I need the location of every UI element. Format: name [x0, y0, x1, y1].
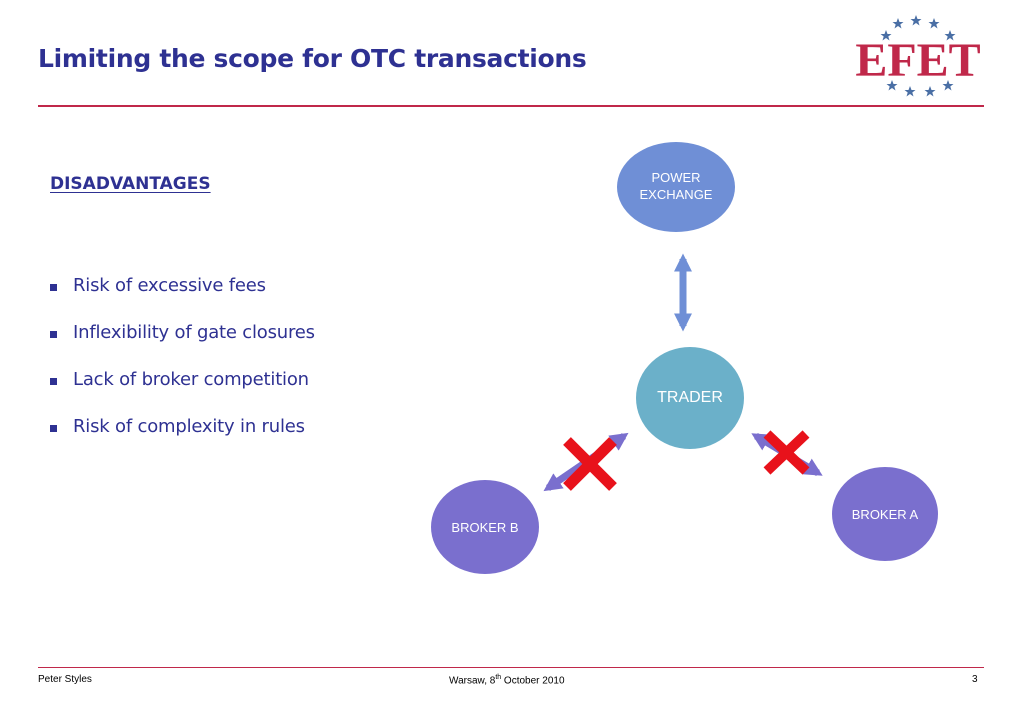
footer-date-location: Warsaw, 8: [449, 675, 496, 687]
bullet-icon: [50, 284, 57, 291]
footer-date-rest: October 2010: [501, 675, 565, 687]
node-power-exchange: [617, 142, 735, 232]
bullet-icon: [50, 425, 57, 432]
node-label-broker-a: BROKER A: [851, 506, 919, 522]
list-item: Risk of excessive fees: [50, 266, 315, 313]
efet-logo: EFET: [848, 14, 988, 100]
node-broker-a: [832, 467, 938, 561]
footer-date-suffix: th: [495, 674, 502, 681]
list-item-text: Lack of broker competition: [73, 369, 309, 390]
node-label-trader: TRADER: [657, 389, 723, 406]
blocked-x-icon: [763, 430, 810, 475]
header-divider: [38, 105, 984, 107]
list-item-text: Risk of excessive fees: [73, 275, 266, 296]
star-icon: [892, 18, 904, 29]
section-heading: DISADVANTAGES: [50, 174, 211, 194]
footer-date: Warsaw, 8th October 2010: [449, 674, 565, 686]
logo-text: EFET: [855, 34, 980, 87]
logo-stars: [880, 15, 956, 97]
blocked-x-icon: [563, 437, 617, 491]
disadvantages-list: Risk of excessive fees Inflexibility of …: [50, 266, 315, 454]
node-broker-b: [431, 480, 539, 574]
node-trader: [636, 347, 744, 449]
star-icon: [886, 80, 898, 91]
list-item: Inflexibility of gate closures: [50, 313, 315, 360]
node-label-broker-b: BROKER B: [451, 519, 519, 535]
page-number: 3: [972, 674, 978, 685]
footer-author: Peter Styles: [38, 674, 92, 685]
bullet-icon: [50, 378, 57, 385]
star-icon: [924, 86, 936, 97]
node-label-power-exchange: POWER EXCHANGE: [639, 170, 713, 202]
star-icon: [880, 30, 892, 41]
star-icon: [904, 86, 916, 97]
star-icon: [928, 18, 940, 29]
footer-divider: [38, 667, 984, 668]
slide-title: Limiting the scope for OTC transactions: [38, 44, 587, 73]
list-item: Lack of broker competition: [50, 360, 315, 407]
star-icon: [944, 30, 956, 41]
list-item-text: Inflexibility of gate closures: [73, 322, 315, 343]
efet-logo-graphic: EFET: [855, 15, 981, 97]
star-icon: [942, 80, 954, 91]
star-icon: [910, 15, 922, 26]
list-item-text: Risk of complexity in rules: [73, 416, 305, 437]
list-item: Risk of complexity in rules: [50, 407, 315, 454]
bullet-icon: [50, 331, 57, 338]
